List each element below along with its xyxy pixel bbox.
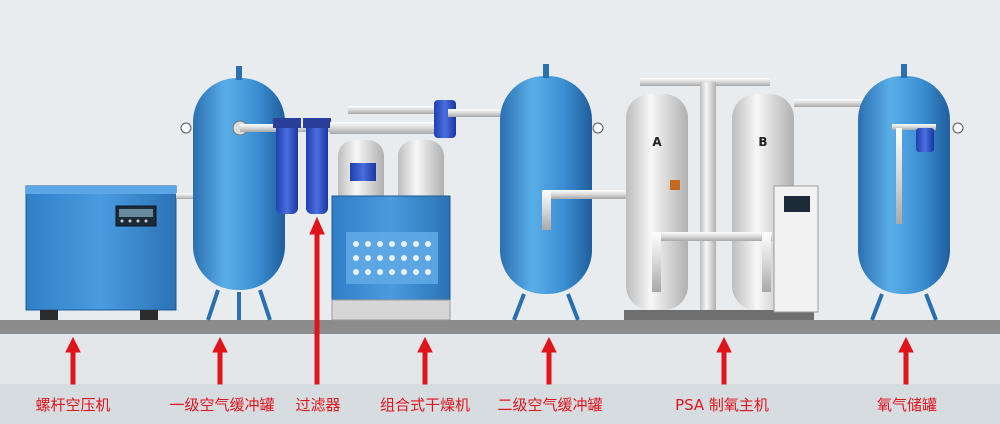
label-band (0, 384, 1000, 424)
arrows (65, 216, 914, 385)
arrow-oxygen-tank (898, 336, 914, 385)
arrow-psa (716, 336, 732, 385)
arrow-dryer (417, 336, 433, 385)
tower-b-mark: B (758, 135, 767, 149)
label-screw-compressor: 螺杆空压机 (35, 396, 111, 414)
label-psa-generator: PSA 制氧主机 (675, 396, 769, 414)
tower-a-mark: A (652, 135, 662, 149)
pipe-dryer-tank2 (448, 109, 526, 117)
arrow-secondary-tank (541, 336, 557, 385)
label-filter: 过滤器 (295, 396, 341, 414)
equipment-labels: 螺杆空压机 一级空气缓冲罐 过滤器 组合式干燥机 二级空气缓冲罐 PSA 制氧主… (0, 384, 1000, 424)
oxygen-storage-tank (858, 64, 964, 321)
filters (273, 118, 331, 214)
arrow-filter (309, 216, 325, 385)
psa-oxygen-generator: A B (624, 78, 819, 320)
pipe-psa-oxygen-tank (794, 99, 868, 107)
label-oxygen-tank: 氧气储罐 (876, 396, 938, 414)
ground-platform (0, 320, 1000, 334)
secondary-air-tank (500, 64, 682, 321)
primary-air-tank (180, 66, 285, 321)
ground-shadow (0, 334, 1000, 384)
label-secondary-tank: 二级空气缓冲罐 (497, 396, 603, 414)
label-dryer: 组合式干燥机 (379, 396, 471, 414)
arrow-primary-tank (212, 336, 228, 385)
arrow-compressor (65, 336, 81, 385)
combined-dryer (330, 100, 456, 321)
label-primary-tank: 一级空气缓冲罐 (169, 396, 275, 414)
screw-compressor (25, 185, 198, 320)
